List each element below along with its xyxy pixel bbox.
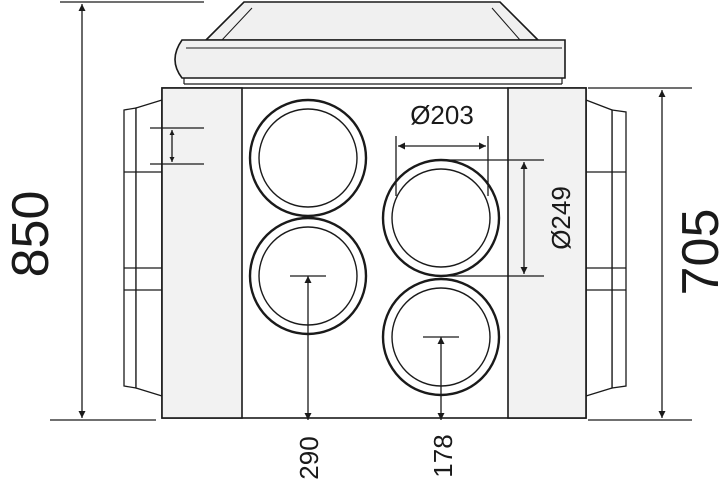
outer-diameter-label: Ø249 (546, 186, 576, 250)
dimension-lines (50, 1, 692, 421)
overall-height-label: 850 (2, 191, 60, 278)
lid (174, 1, 566, 85)
lower-port-height-label: 290 (294, 436, 324, 479)
body-height-label: 705 (672, 209, 728, 296)
body-right-panel (507, 87, 587, 419)
main-body (161, 87, 587, 419)
bottom-port-height-label: 178 (428, 434, 458, 477)
port-upper-right (381, 158, 501, 278)
left-flange (123, 99, 163, 397)
ports (248, 98, 501, 397)
lid-rim (174, 39, 566, 79)
inner-diameter-label: Ø203 (410, 100, 474, 130)
dimension-labels: 850 705 Ø203 Ø249 290 178 (2, 100, 728, 480)
port-top-left (248, 98, 368, 218)
body-left-panel (161, 87, 243, 419)
lid-dome (204, 1, 540, 41)
right-flange (585, 99, 627, 397)
